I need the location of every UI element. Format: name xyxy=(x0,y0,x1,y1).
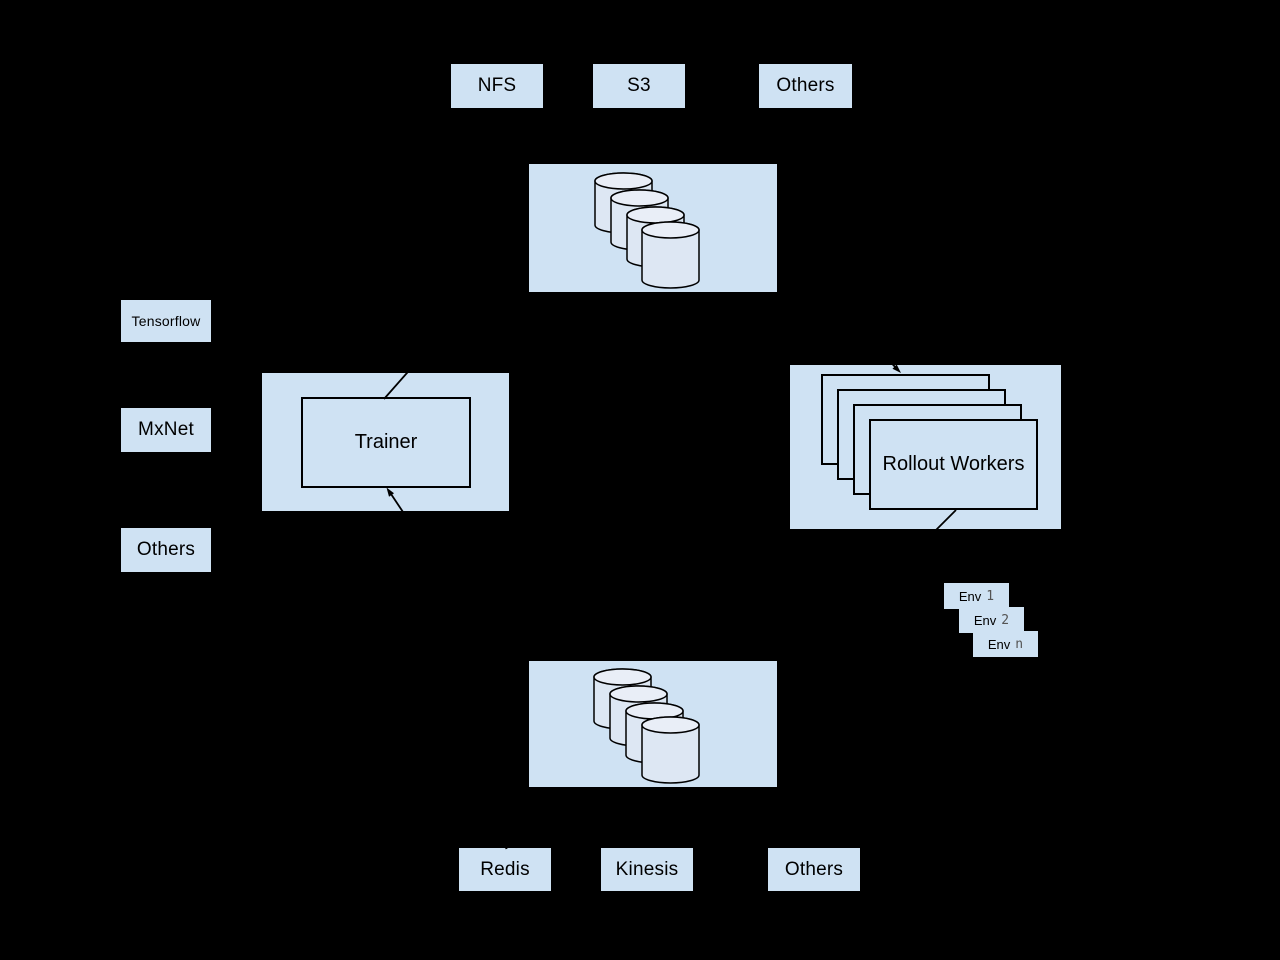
node-tensorflow: Tensorflow xyxy=(121,300,211,342)
env-1-label: Env xyxy=(958,588,982,604)
env-2-index: 2 xyxy=(1001,612,1010,628)
node-mxnet: MxNet xyxy=(121,408,211,452)
trainer-box: Trainer xyxy=(301,397,471,488)
database-cylinders-icon xyxy=(593,668,700,784)
node-others-left: Others xyxy=(121,528,211,572)
rollout-workers-container: Rollout Workers xyxy=(790,365,1061,529)
env-n-index: n xyxy=(1015,636,1024,652)
node-kinesis: Kinesis xyxy=(601,848,693,891)
env-1-index: 1 xyxy=(986,588,995,604)
memory-backend-bottom xyxy=(529,661,777,787)
node-nfs: NFS xyxy=(451,64,543,108)
trainer-container: Trainer xyxy=(262,373,509,511)
env-2-label: Env xyxy=(973,612,997,628)
database-cylinders-icon xyxy=(594,172,700,289)
node-others-top: Others xyxy=(759,64,852,108)
env-n-label: Env xyxy=(987,636,1011,652)
rollout-workers-box: Rollout Workers xyxy=(869,419,1038,510)
node-s3: S3 xyxy=(593,64,685,108)
data-store-top xyxy=(529,164,777,292)
node-others-bottom: Others xyxy=(768,848,860,891)
node-redis: Redis xyxy=(459,848,551,891)
